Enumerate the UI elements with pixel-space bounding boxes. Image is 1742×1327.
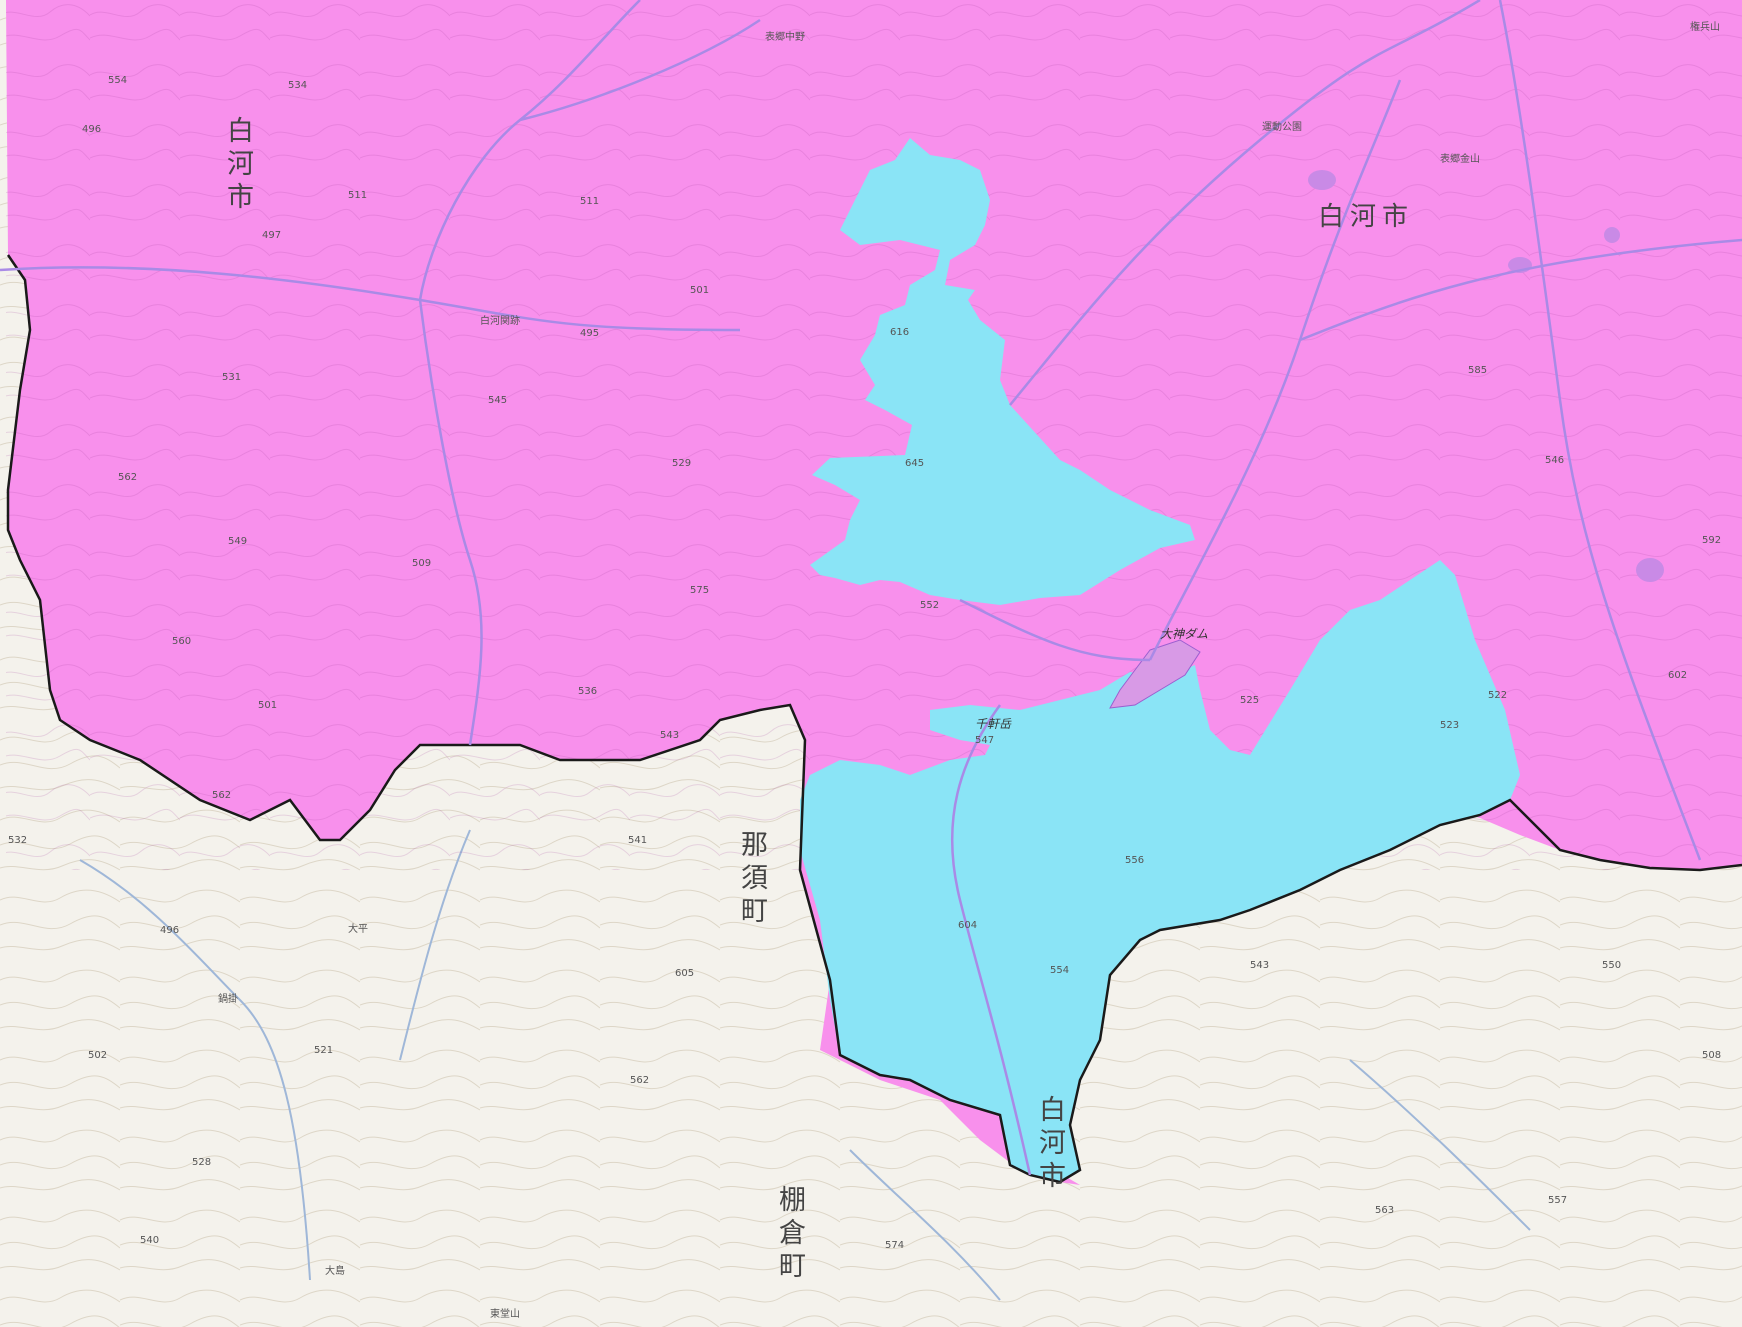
elevation-label: 496	[82, 124, 102, 135]
label-pass-top: 表郷中野	[765, 32, 805, 43]
label-shirakawa-s: 白河市	[1034, 1095, 1065, 1194]
elevation-label: 521	[314, 1045, 334, 1056]
elevation-label: 592	[1702, 535, 1722, 546]
elevation-label: 562	[630, 1075, 650, 1086]
elevation-label: 532	[8, 835, 28, 846]
label-tanagura: 棚倉町	[774, 1185, 805, 1284]
elevation-label: 534	[288, 80, 308, 91]
label-park: 運動公園	[1262, 122, 1302, 133]
elevation-label: 523	[1440, 720, 1460, 731]
elevation-label: 543	[660, 730, 680, 741]
label-kanamesan: 表郷金山	[1440, 154, 1480, 165]
elevation-label: 545	[488, 395, 508, 406]
road-network	[0, 0, 1742, 1176]
label-nasu: 那須町	[736, 830, 767, 929]
label-oohira: 大平	[348, 924, 368, 935]
elevation-label: 509	[412, 558, 432, 569]
elevation-label: 645	[905, 458, 925, 469]
elevation-label: 547	[975, 735, 995, 746]
label-shirakawa-ne: 白河市	[1318, 202, 1415, 232]
elevation-label: 550	[1602, 960, 1622, 971]
elevation-label: 528	[192, 1157, 212, 1168]
elevation-label: 531	[222, 372, 242, 383]
elevation-label: 562	[212, 790, 232, 801]
elevation-label: 497	[262, 230, 282, 241]
elevation-label: 575	[690, 585, 710, 596]
elevation-label: 536	[578, 686, 598, 697]
elevation-label: 501	[258, 700, 278, 711]
elevation-label: 604	[958, 920, 978, 931]
elevation-label: 502	[88, 1050, 108, 1061]
elevation-label: 525	[1240, 695, 1260, 706]
elevation-label: 602	[1668, 670, 1688, 681]
label-shirakawa-nw: 白河市	[222, 116, 253, 215]
elevation-label: 563	[1375, 1205, 1395, 1216]
elevation-label: 585	[1468, 365, 1488, 376]
label-mountain-south: 東堂山	[490, 1309, 520, 1320]
label-ooshima: 大島	[325, 1266, 345, 1277]
elevation-label: 540	[140, 1235, 160, 1246]
elevation-label: 554	[108, 75, 128, 86]
label-dam: 大神ダム	[1160, 627, 1209, 641]
dam-lake[interactable]	[1109, 639, 1201, 709]
elevation-label: 543	[1250, 960, 1270, 971]
elevation-label: 511	[348, 190, 368, 201]
elevation-label: 529	[672, 458, 692, 469]
region-blue-south[interactable]	[800, 560, 1520, 1182]
elevation-label: 554	[1050, 965, 1070, 976]
label-top-right-mountain: 権兵山	[1690, 22, 1720, 33]
label-peak: 千軒岳	[975, 717, 1012, 731]
elevation-label: 522	[1488, 690, 1508, 701]
municipal-boundary	[6, 254, 1742, 1184]
elevation-label: 616	[890, 327, 910, 338]
elevation-label: 549	[228, 536, 248, 547]
elevation-label: 508	[1702, 1050, 1722, 1061]
elevation-label: 557	[1548, 1195, 1568, 1206]
elevation-label: 501	[690, 285, 710, 296]
elevation-label: 560	[172, 636, 192, 647]
elevation-label: 496	[160, 925, 180, 936]
label-nabesan: 鍋掛	[218, 994, 238, 1005]
elevation-label: 605	[675, 968, 695, 979]
elevation-label: 556	[1125, 855, 1145, 866]
elevation-label: 562	[118, 472, 138, 483]
label-station: 白河関跡	[480, 316, 520, 327]
elevation-label: 541	[628, 835, 648, 846]
elevation-label: 511	[580, 196, 600, 207]
region-blue-north[interactable]	[810, 138, 1195, 605]
elevation-label: 552	[920, 600, 940, 611]
elevation-label: 495	[580, 328, 600, 339]
elevation-label: 546	[1545, 455, 1565, 466]
elevation-label: 574	[885, 1240, 905, 1251]
